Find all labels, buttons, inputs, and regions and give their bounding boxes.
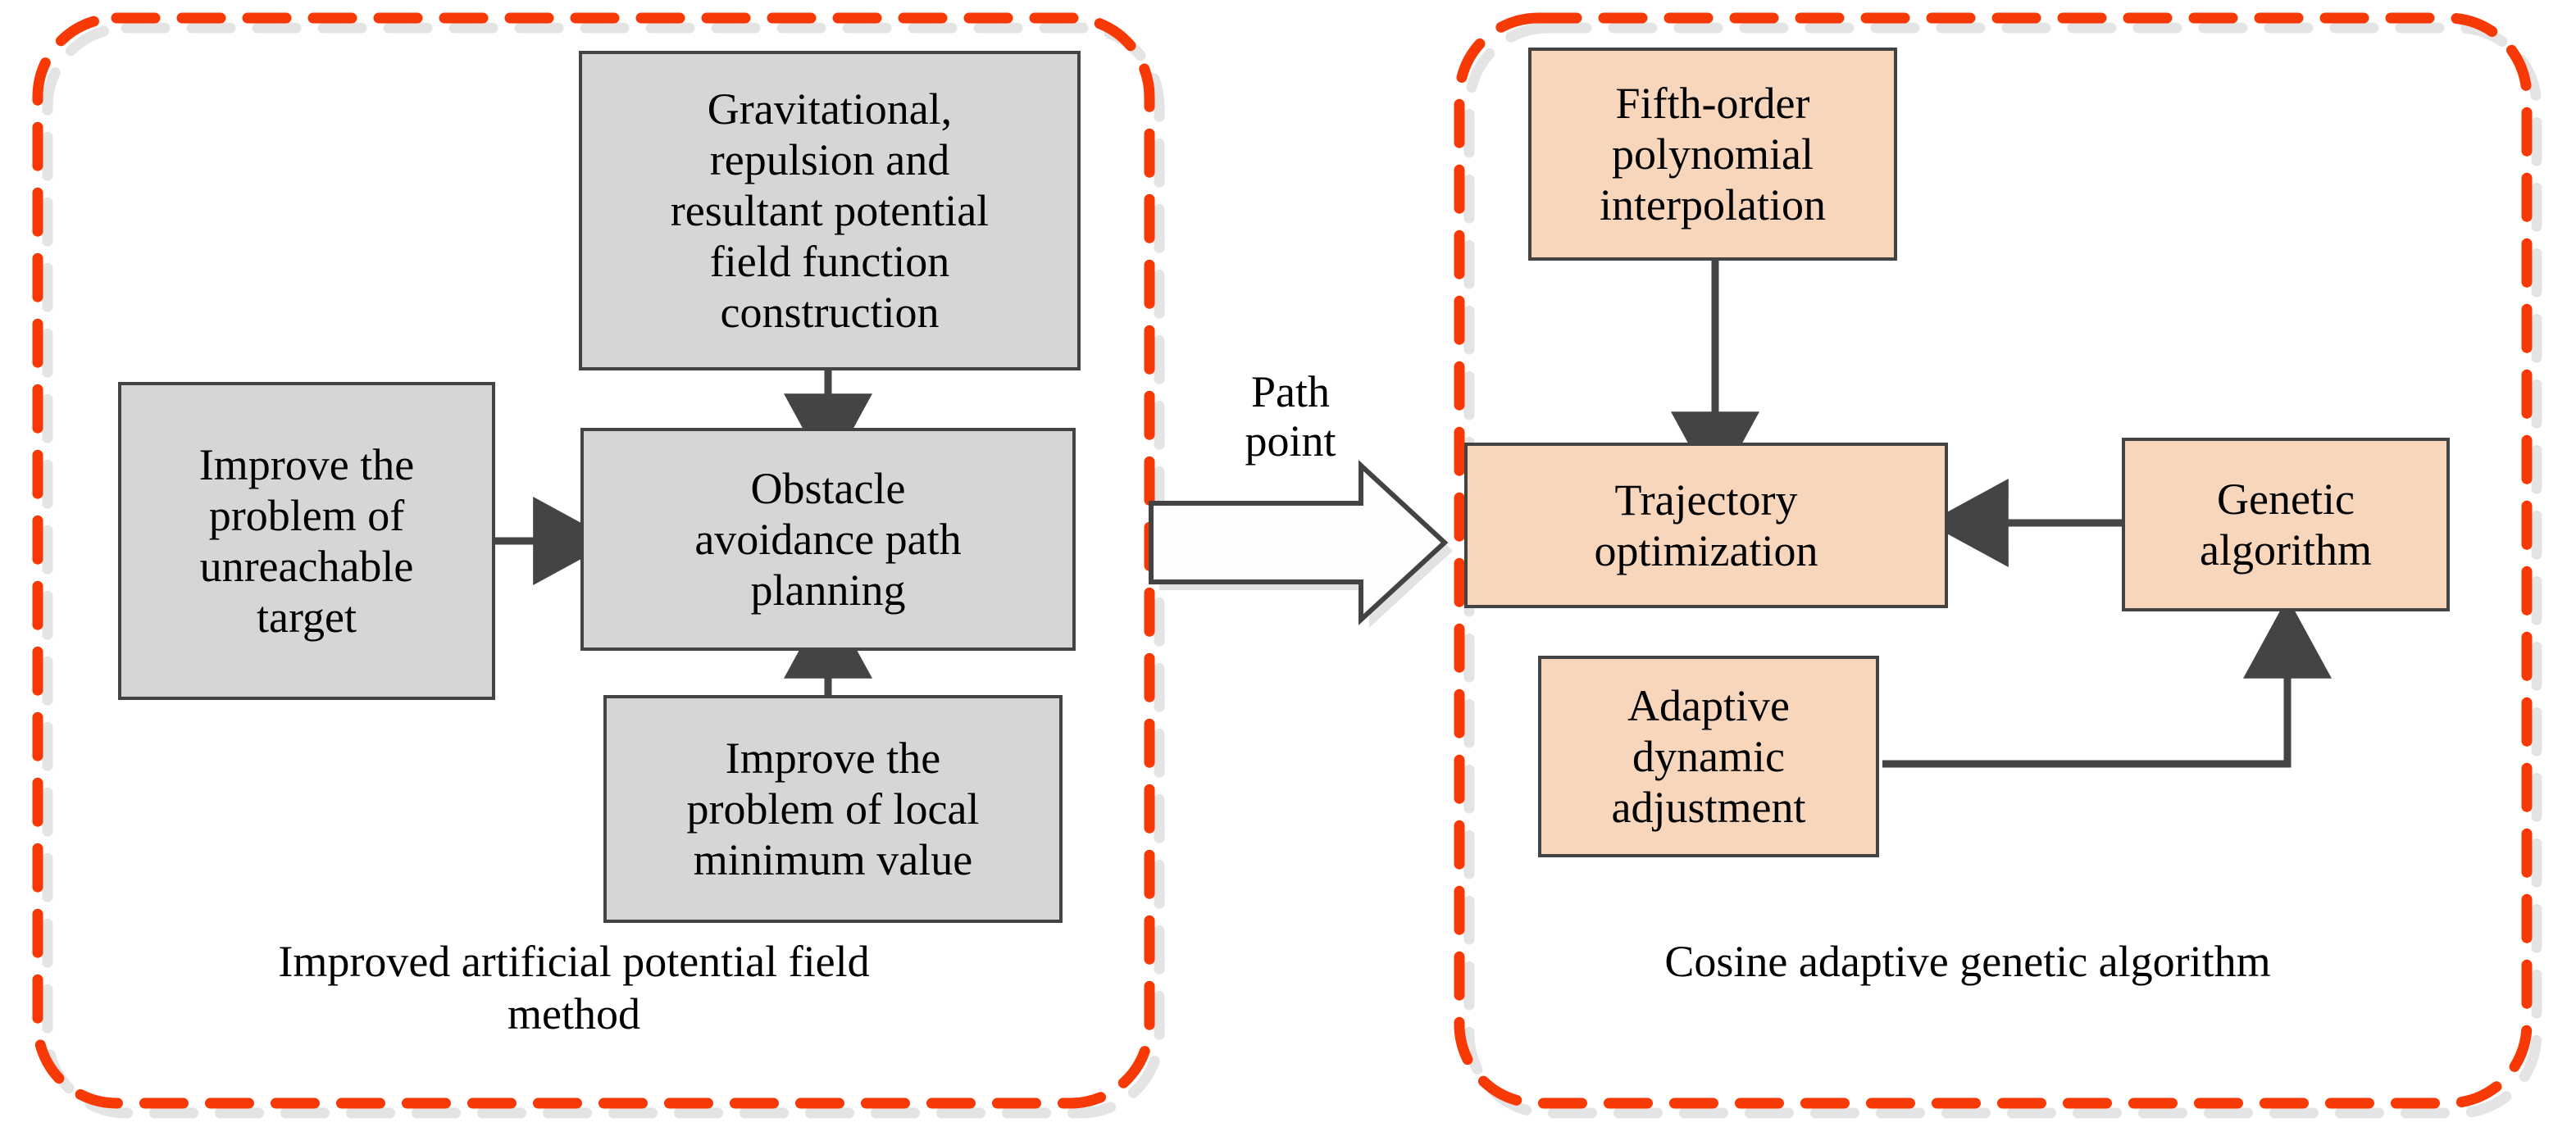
left-panel-caption: Improved artificial potential field meth… <box>278 937 870 1038</box>
node-potential-field-construction[interactable]: Gravitational, repulsion and resultant p… <box>579 51 1081 370</box>
block-arrow <box>1149 460 1449 625</box>
right-panel-border <box>1454 12 2533 1109</box>
node-genetic-algorithm[interactable]: Genetic algorithm <box>2122 438 2450 611</box>
node-local-minimum[interactable]: Improve the problem of local minimum val… <box>603 695 1063 923</box>
right-panel-caption: Cosine adaptive genetic algorithm <box>1664 937 2271 986</box>
node-adaptive-dynamic-adjustment[interactable]: Adaptive dynamic adjustment <box>1538 656 1879 857</box>
arrow-adaptive-to-genetic <box>1882 597 2332 768</box>
path-point-label: Path point <box>1245 367 1336 466</box>
node-obstacle-avoidance[interactable]: Obstacle avoidance path planning <box>580 428 1076 651</box>
node-trajectory-optimization[interactable]: Trajectory optimization <box>1464 443 1948 608</box>
node-unreachable-target[interactable]: Improve the problem of unreachable targe… <box>118 382 495 700</box>
node-fifth-order-interpolation[interactable]: Fifth-order polynomial interpolation <box>1528 48 1897 261</box>
